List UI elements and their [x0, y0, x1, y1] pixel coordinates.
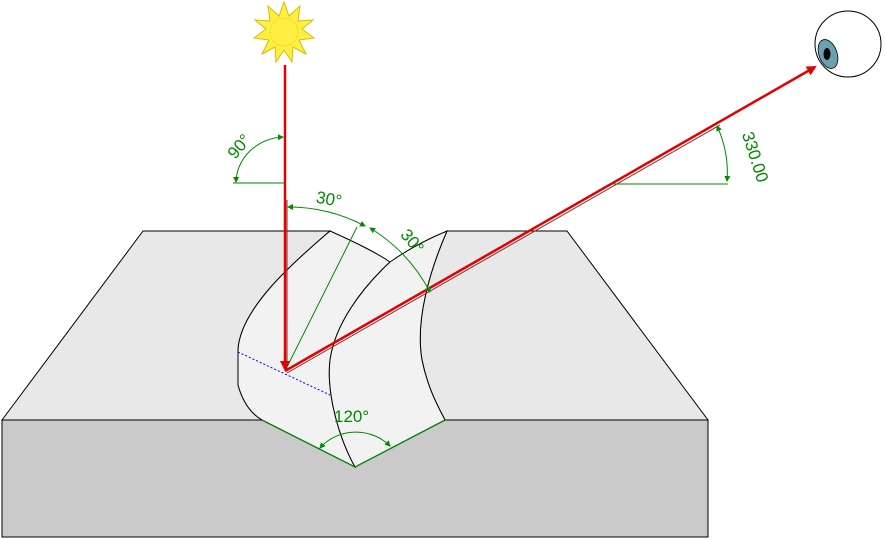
groove-angle-label: 120° — [334, 407, 369, 426]
incidence-angle-arc — [287, 203, 366, 227]
incidence-angle-label: 30° — [315, 188, 344, 211]
sun-icon — [252, 0, 316, 64]
viewer-elevation-label: 330.00 — [738, 129, 772, 184]
sun-elevation-arc — [233, 134, 284, 183]
block-top-face-right — [419, 230, 709, 421]
surface-normal — [284, 226, 358, 372]
groove-edge-left — [261, 419, 356, 468]
sun-elevation-label: 90° — [224, 130, 255, 162]
eye-icon — [814, 10, 882, 78]
groove-edge-right — [354, 419, 446, 468]
reflected-ray — [284, 65, 817, 373]
reflected-ray-shadow — [286, 124, 721, 374]
viewer-elevation-arc — [716, 125, 731, 182]
surface-tangent-line — [237, 351, 331, 396]
groove-angle-arc — [319, 431, 391, 449]
reflection-angle-arc — [369, 227, 431, 293]
